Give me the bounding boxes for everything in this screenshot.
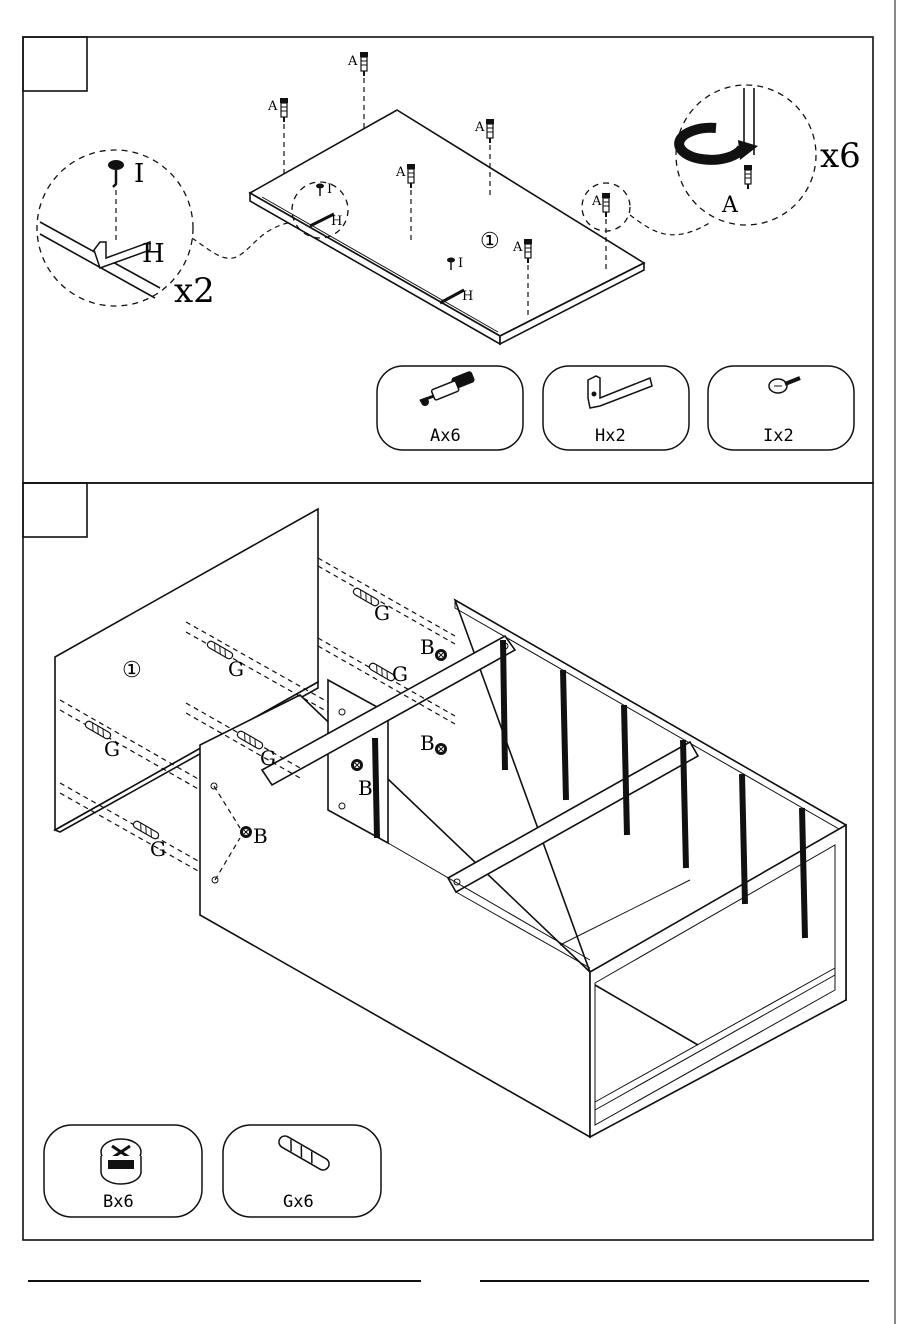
step1-zoom-callout-right: A x6 [630, 85, 861, 235]
part-box-b: Bx6 [44, 1125, 202, 1217]
svg-text:A: A [512, 240, 523, 255]
callout-right-multiplier: x6 [820, 136, 861, 176]
svg-text:I: I [458, 256, 463, 271]
svg-text:G: G [228, 657, 244, 681]
part-box-g: Gx6 [223, 1125, 381, 1217]
svg-text:Bx6: Bx6 [103, 1192, 134, 1212]
step2-frame: ① [23, 483, 873, 1240]
svg-text:A: A [474, 120, 485, 135]
step2-parts-list: Bx6 Gx6 [44, 1125, 381, 1217]
svg-text:H: H [462, 289, 473, 304]
svg-text:I: I [134, 159, 144, 189]
part-box-h: Hx2 [543, 366, 689, 450]
step1-frame: ① A A A A [23, 37, 873, 483]
step1-panel-number: ① [480, 229, 500, 254]
step1-parts-list: Ax6 Hx2 Ix2 [377, 366, 854, 450]
svg-text:H: H [331, 214, 342, 229]
cam-bolt-icon: A [347, 52, 368, 130]
svg-text:B: B [358, 776, 373, 800]
callout-left-multiplier: x2 [174, 271, 215, 311]
step2-number-box [23, 483, 87, 537]
svg-text:A: A [267, 99, 278, 114]
cam-lock-icon: B [420, 635, 447, 661]
svg-text:H: H [142, 239, 165, 269]
svg-text:A: A [347, 54, 358, 69]
svg-text:A: A [591, 194, 602, 209]
wooden-dowel-icon: G [318, 558, 455, 644]
svg-text:G: G [260, 746, 276, 770]
svg-text:B: B [420, 635, 435, 659]
cam-lock-icon [101, 1139, 141, 1184]
part-box-a: Ax6 [377, 366, 523, 450]
svg-text:Hx2: Hx2 [595, 426, 626, 446]
svg-text:G: G [374, 601, 390, 625]
svg-text:G: G [392, 662, 408, 686]
svg-text:B: B [420, 731, 435, 755]
cam-lock-icon: B [420, 731, 447, 755]
svg-text:G: G [104, 737, 120, 761]
svg-text:A: A [395, 165, 406, 180]
svg-text:A: A [721, 193, 739, 218]
step1-number-box [23, 37, 87, 91]
step2-panel-number: ① [122, 658, 142, 683]
svg-text:G: G [150, 837, 166, 861]
svg-text:Ax6: Ax6 [430, 426, 461, 446]
svg-text:Ix2: Ix2 [763, 426, 794, 446]
svg-text:B: B [253, 824, 268, 848]
step1-zoom-callout-left: I H x2 [37, 150, 292, 311]
svg-text:Gx6: Gx6 [283, 1192, 314, 1212]
step1-panel-board: ① [250, 110, 644, 344]
cam-bolt-icon: A [267, 98, 288, 175]
part-box-i: Ix2 [708, 366, 854, 450]
